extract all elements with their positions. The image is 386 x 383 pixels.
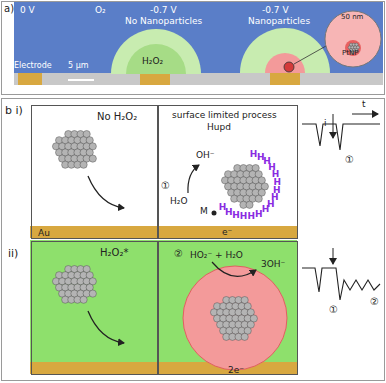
node-label: surface limited process	[172, 110, 277, 120]
electrode	[18, 73, 42, 85]
reaction-zone	[265, 53, 305, 73]
node-label: H₂O₂	[142, 56, 163, 66]
current-trace	[302, 124, 380, 150]
nanoparticle	[284, 62, 294, 72]
inset-circle: 50 nm PtNP	[324, 10, 382, 68]
scenario-box: HO₂⁻ + H₂O 3OH⁻ 2e⁻	[158, 241, 298, 375]
scenario-box: No H₂O₂ Au	[31, 105, 158, 239]
annotation-label: H	[240, 211, 248, 221]
electrode	[270, 73, 300, 85]
annotation-label: ①	[345, 154, 354, 166]
node-label: Hupd	[207, 122, 231, 132]
platinum-atom	[80, 161, 87, 168]
annotation-label: e⁻	[222, 227, 232, 237]
annotation-label: O₂	[95, 5, 106, 15]
node-label: b i)	[5, 105, 23, 118]
platinum-atom	[89, 290, 96, 297]
annotation-label: M	[200, 206, 208, 216]
annotation-label: i	[324, 118, 327, 128]
node-label: PtNP	[342, 49, 358, 57]
annotation-label: Electrode	[14, 61, 52, 70]
reaction-zone	[183, 266, 287, 370]
node-label: 2e⁻	[228, 365, 244, 375]
solution-region	[14, 2, 383, 73]
node-label: No H₂O₂	[97, 111, 137, 123]
current-axis	[333, 114, 334, 138]
annotation-label: H	[250, 149, 258, 159]
panel-b: b i) No H₂O₂ Au surface limited processHupd…	[1, 98, 385, 381]
annotation-label: H	[232, 210, 240, 220]
solution-fill	[30, 240, 157, 374]
node-label: 50 nm	[341, 13, 363, 21]
current-trace	[302, 268, 380, 300]
gold-electrode	[30, 362, 157, 374]
electrode	[140, 73, 170, 85]
substrate	[14, 73, 383, 85]
platinum-atom	[255, 195, 262, 202]
scale-bar	[68, 79, 94, 81]
diffusion-layer	[240, 28, 330, 73]
diffusion-hemisphere: H₂O₂	[111, 29, 201, 74]
node-label: H₂O₂*	[100, 247, 128, 259]
diffusion-layer	[111, 29, 201, 74]
hemisphere-outline	[111, 29, 201, 74]
annotation-label: ①	[161, 180, 170, 192]
node-label: Au	[38, 228, 50, 238]
annotation-label: H	[255, 209, 263, 219]
annotation-label: OH⁻	[196, 150, 215, 160]
solution-fill	[157, 240, 297, 374]
platinum-atom	[80, 296, 87, 303]
annotation-label: 5 μm	[68, 61, 89, 70]
annotation-label: No Nanoparticles	[125, 16, 202, 26]
annotation-label: H₂O	[170, 196, 187, 206]
leader-line	[294, 46, 326, 64]
time-axis	[352, 114, 378, 115]
reaction-arrow	[212, 262, 256, 276]
annotation-label: t	[362, 99, 366, 109]
annotation-label: 0 V	[20, 5, 35, 15]
gold-electrode	[30, 226, 157, 238]
annotation-label: Nanoparticles	[248, 16, 310, 26]
annotation-label: ②	[174, 248, 183, 260]
annotation-label: H	[248, 211, 256, 221]
annotation-label: ①	[329, 304, 338, 316]
annotation-label: ii)	[8, 248, 18, 261]
annotation-label: ②	[370, 296, 379, 308]
annotation-label: H	[219, 202, 227, 212]
current-axis	[333, 248, 334, 264]
motion-arrow	[88, 176, 124, 208]
node-label: a)	[4, 3, 14, 15]
annotation-label: -0.7 V	[150, 5, 177, 15]
gold-electrode	[157, 226, 297, 238]
motion-arrow	[88, 311, 124, 343]
peroxide-layer	[126, 44, 186, 74]
inset-circle	[325, 11, 381, 67]
node-label: HO₂⁻ + H₂O	[190, 250, 243, 260]
platinum-atom	[246, 201, 253, 208]
annotation-label: -0.7 V	[262, 5, 289, 15]
node-label: 3OH⁻	[261, 259, 285, 269]
metal-site	[212, 211, 217, 216]
scenario-box: H₂O₂*	[31, 241, 158, 375]
platinum-atom	[89, 155, 96, 162]
panel-a: a) H₂O₂ 50 nm PtNP	[1, 1, 385, 95]
reaction-arrow	[188, 165, 199, 193]
platinum-atom	[241, 333, 248, 340]
annotation-label: H	[262, 204, 270, 214]
